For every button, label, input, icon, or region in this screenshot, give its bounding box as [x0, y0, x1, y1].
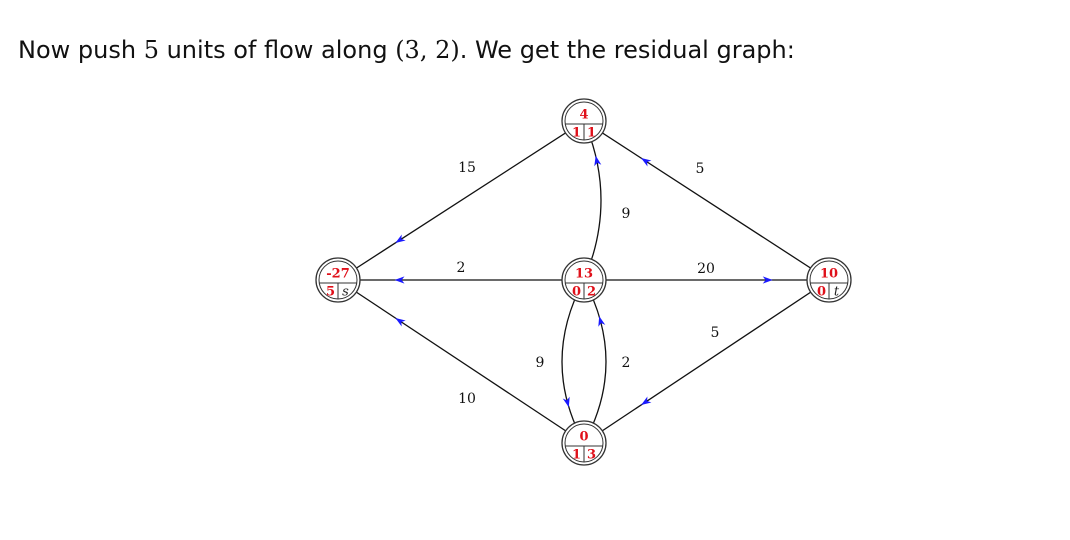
heading-text-middle: units of flow along: [158, 36, 396, 64]
heading-edge: (3, 2): [395, 36, 460, 64]
edge-n3-s: 10: [337, 279, 585, 444]
arrow-head-icon: [641, 158, 652, 167]
edge-n1-s: 15: [337, 120, 585, 281]
edge-n2-s: 2: [338, 260, 584, 284]
heading-flow-amount: 5: [143, 36, 159, 64]
edge-line: [337, 120, 585, 281]
edge-line: [561, 279, 585, 444]
node-right-value: 3: [587, 448, 596, 463]
node-outer-ring: [315, 257, 361, 303]
edge-line: [583, 279, 830, 444]
edge-n3-n2: 2: [583, 279, 631, 444]
node-right-value: 1: [587, 126, 596, 141]
node-outer-ring: [806, 257, 852, 303]
heading-text-before: Now push: [18, 36, 144, 64]
node-outer-ring: [561, 257, 607, 303]
edge-capacity-label: 5: [696, 161, 705, 177]
node-left-value: 1: [572, 448, 581, 463]
arrow-head-icon: [598, 316, 606, 327]
arrow-head-icon: [394, 276, 405, 284]
node-right-value: t: [834, 285, 840, 300]
node-outer-ring: [561, 98, 607, 144]
node-value: 0: [579, 430, 588, 445]
node-value: 10: [820, 267, 838, 282]
edge-capacity-label: 10: [458, 391, 476, 407]
node-value: -27: [326, 267, 350, 282]
node-left-value: 5: [326, 285, 335, 300]
edge-capacity-label: 2: [622, 355, 631, 371]
edge-capacity-label: 20: [697, 261, 715, 277]
arrow-head-icon: [562, 396, 570, 408]
node-left-value: 0: [572, 285, 581, 300]
edge-capacity-label: 2: [457, 260, 466, 276]
node-value: 13: [575, 267, 593, 282]
node-outer-ring: [561, 420, 607, 466]
node-right-value: 2: [587, 285, 596, 300]
heading-text-after: . We get the residual graph:: [459, 36, 795, 64]
edge-capacity-label: 9: [536, 355, 545, 371]
node-left-value: 0: [817, 285, 826, 300]
edge-line: [583, 120, 830, 281]
edge-n2-n3: 9: [536, 279, 585, 444]
arrow-head-icon: [395, 234, 406, 243]
edge-n2-n1: 9: [583, 120, 631, 281]
arrow-head-icon: [594, 155, 602, 167]
node-left-value: 1: [572, 126, 581, 141]
edge-t-n1: 5: [583, 120, 830, 281]
node-right-value: s: [342, 285, 349, 300]
edge-line: [337, 279, 585, 444]
edge-n2-t: 20: [584, 261, 829, 284]
arrow-head-icon: [395, 317, 406, 327]
heading-text: Now push 5 units of flow along (3, 2). W…: [18, 36, 795, 64]
arrow-head-icon: [762, 276, 773, 284]
node-value: 4: [579, 108, 588, 123]
edge-capacity-label: 15: [458, 160, 476, 176]
arrow-head-icon: [641, 396, 652, 406]
edge-line: [583, 279, 607, 444]
edge-line: [583, 120, 602, 281]
edge-capacity-label: 9: [622, 206, 631, 222]
edge-t-n3: 5: [583, 279, 830, 444]
edge-capacity-label: 5: [711, 325, 720, 341]
